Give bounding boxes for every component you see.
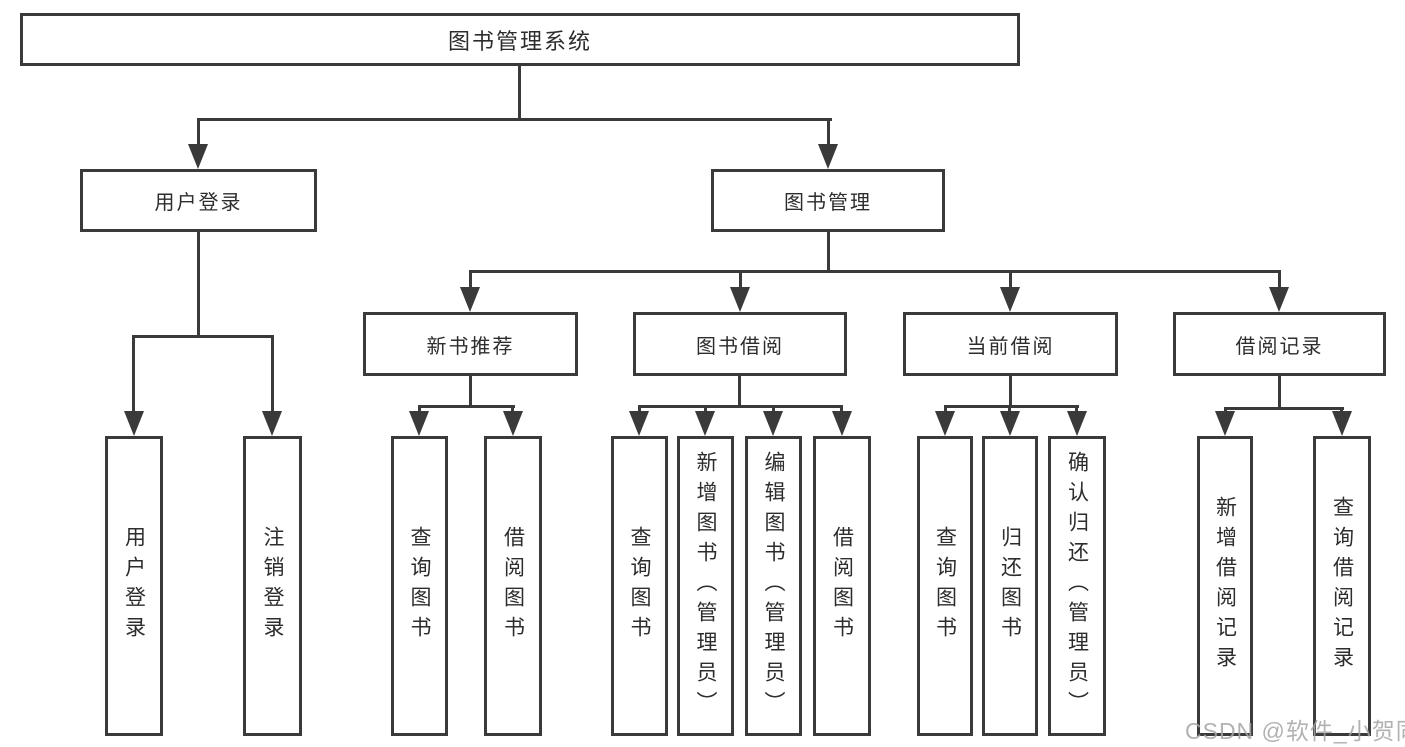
user-login-connector-stem-left (132, 335, 135, 415)
arrowhead-to-leaf-user-login (124, 411, 144, 436)
node-book-management-label: 图书管理 (784, 192, 872, 214)
new-books-connector-vline (469, 374, 472, 407)
book-mgmt-connector-vline (827, 230, 830, 272)
root-connector-stem-left (197, 118, 200, 148)
root-connector-hbar (197, 118, 832, 121)
user-login-connector-hbar (133, 335, 274, 338)
node-query-books-2: 查询图书 (611, 436, 668, 736)
node-borrow-books-2-label: 借阅图书 (830, 526, 854, 646)
root-connector-vline (518, 64, 521, 120)
book-mgmt-stem-1 (469, 270, 472, 292)
node-logout-label: 注销登录 (261, 526, 284, 646)
book-mgmt-connector-hbar (469, 270, 1281, 273)
node-book-borrowing: 图书借阅 (633, 312, 847, 376)
arrowhead-to-book-management (818, 144, 838, 169)
arrowhead-to-current-borrowing (1000, 287, 1020, 312)
node-borrowing-records: 借阅记录 (1173, 312, 1386, 376)
node-query-books-3: 查询图书 (917, 436, 973, 736)
node-current-borrowing-label: 当前借阅 (966, 335, 1055, 358)
node-return-books: 归还图书 (982, 436, 1038, 736)
node-new-book-recommend-label: 新书推荐 (426, 335, 515, 358)
arrowhead-to-new-book-recommend (460, 287, 480, 312)
node-user-login-leaf: 用户登录 (105, 436, 163, 736)
node-book-borrowing-label: 图书借阅 (696, 335, 784, 358)
new-books-stem-2 (511, 405, 514, 415)
node-add-borrow-record: 新增借阅记录 (1197, 436, 1253, 736)
node-user-login: 用户登录 (80, 169, 317, 232)
book-mgmt-stem-2 (739, 270, 742, 292)
book-borrow-stem-3 (772, 405, 775, 415)
current-borrow-stem-3 (1075, 405, 1078, 415)
book-borrow-connector-hbar (638, 405, 843, 408)
arrowhead-to-add-books-admin (695, 411, 715, 436)
node-book-management: 图书管理 (711, 169, 945, 232)
borrow-records-connector-vline (1278, 374, 1281, 409)
node-borrow-books-2: 借阅图书 (813, 436, 871, 736)
arrowhead-to-book-borrowing (730, 287, 750, 312)
node-confirm-return-admin-label: 确认归还（管理员） (1065, 451, 1089, 721)
node-query-books-1-label: 查询图书 (408, 526, 431, 646)
new-books-connector-hbar (418, 405, 515, 408)
arrowhead-to-edit-books-admin (763, 411, 783, 436)
csdn-watermark: CSDN @软件_小贺同学 (1185, 718, 1405, 744)
current-borrow-connector-vline (1009, 374, 1012, 407)
node-edit-books-admin-label: 编辑图书（管理员） (762, 451, 785, 721)
arrowhead-to-query-borrow-record (1332, 411, 1352, 436)
node-current-borrowing: 当前借阅 (903, 312, 1118, 376)
node-query-borrow-record: 查询借阅记录 (1313, 436, 1371, 736)
current-borrow-connector-hbar (944, 405, 1079, 408)
arrowhead-to-borrowing-records (1269, 287, 1289, 312)
arrowhead-to-leaf-logout (262, 411, 282, 436)
arrowhead-to-user-login (188, 144, 208, 169)
arrowhead-to-borrow-books-2 (832, 411, 852, 436)
node-library-management-system-label: 图书管理系统 (447, 28, 592, 54)
arrowhead-to-query-books-1 (409, 411, 429, 436)
node-new-book-recommend: 新书推荐 (363, 312, 578, 376)
book-borrow-connector-vline (738, 374, 741, 407)
book-borrow-stem-1 (638, 405, 641, 415)
node-user-login-leaf-label: 用户登录 (122, 526, 146, 646)
node-query-books-3-label: 查询图书 (933, 526, 957, 646)
user-login-connector-stem-right (271, 335, 274, 415)
arrowhead-to-confirm-return-admin (1067, 411, 1087, 436)
borrow-records-connector-hbar (1224, 407, 1344, 410)
book-mgmt-stem-3 (1009, 270, 1012, 292)
node-add-borrow-record-label: 新增借阅记录 (1213, 496, 1237, 676)
node-return-books-label: 归还图书 (998, 526, 1022, 646)
book-borrow-stem-2 (704, 405, 707, 415)
arrowhead-to-return-books (1000, 411, 1020, 436)
node-add-books-admin: 新增图书（管理员） (677, 436, 734, 736)
current-borrow-stem-2 (1008, 405, 1011, 415)
node-confirm-return-admin: 确认归还（管理员） (1048, 436, 1106, 736)
book-borrow-stem-4 (840, 405, 843, 415)
arrowhead-to-borrow-books-1 (503, 411, 523, 436)
node-borrowing-records-label: 借阅记录 (1235, 335, 1324, 358)
user-login-connector-vline (197, 230, 200, 337)
arrowhead-to-query-books-3 (935, 411, 955, 436)
node-edit-books-admin: 编辑图书（管理员） (745, 436, 802, 736)
node-library-management-system: 图书管理系统 (20, 13, 1020, 66)
current-borrow-stem-1 (944, 405, 947, 415)
book-mgmt-stem-4 (1278, 270, 1281, 292)
node-borrow-books-1-label: 借阅图书 (501, 526, 525, 646)
node-borrow-books-1: 借阅图书 (484, 436, 542, 736)
new-books-stem-1 (418, 405, 421, 415)
node-query-books-1: 查询图书 (391, 436, 448, 736)
node-add-books-admin-label: 新增图书（管理员） (694, 451, 717, 721)
node-logout: 注销登录 (243, 436, 302, 736)
arrowhead-to-add-borrow-record (1215, 411, 1235, 436)
node-query-books-2-label: 查询图书 (628, 526, 651, 646)
root-connector-stem-right (827, 118, 830, 148)
node-user-login-label: 用户登录 (154, 192, 243, 214)
arrowhead-to-query-books-2 (629, 411, 649, 436)
node-query-borrow-record-label: 查询借阅记录 (1330, 496, 1354, 676)
